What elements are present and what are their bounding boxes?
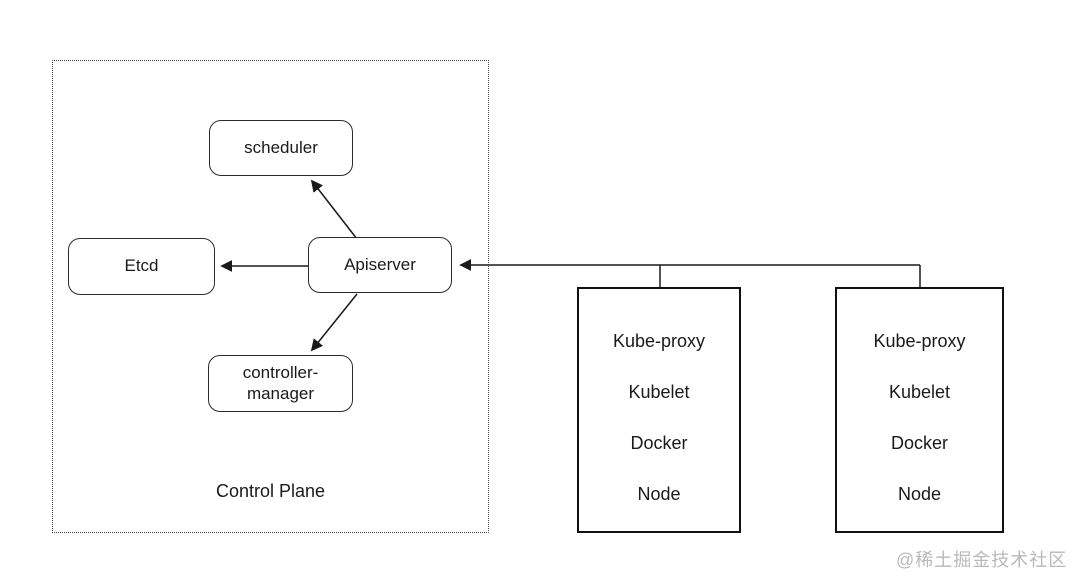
worker-node-1-box: Kube-proxy Kubelet Docker Node: [577, 287, 741, 533]
scheduler-box: scheduler: [209, 120, 353, 176]
kubelet-label: Kubelet: [888, 382, 951, 402]
docker-label: Docker: [890, 433, 948, 453]
kube-proxy-label: Kube-proxy: [873, 331, 966, 351]
etcd-label: Etcd: [124, 256, 159, 276]
node-label: Node: [637, 484, 681, 504]
kube-proxy-label: Kube-proxy: [612, 331, 706, 351]
control-plane-label: Control Plane: [215, 481, 326, 501]
arrow-apiserver-to-scheduler: [310, 179, 358, 240]
control-plane-boundary: [52, 60, 489, 533]
watermark-text: @稀土掘金技术社区: [896, 550, 1068, 570]
controller-manager-label-line1: controller-: [242, 363, 319, 383]
controller-manager-box: controller- manager: [208, 355, 353, 412]
controller-manager-label-line2: manager: [246, 383, 315, 403]
scheduler-label: scheduler: [244, 137, 318, 157]
node-label: Node: [897, 484, 942, 504]
apiserver-box: Apiserver: [308, 237, 452, 293]
docker-label: Docker: [630, 433, 688, 453]
worker-node-2-box: Kube-proxy Kubelet Docker Node: [835, 287, 1004, 533]
etcd-box: Etcd: [68, 238, 215, 295]
arrow-apiserver-to-controller-manager: [310, 293, 358, 352]
apiserver-label: Apiserver: [344, 254, 416, 274]
kubelet-label: Kubelet: [628, 382, 690, 402]
